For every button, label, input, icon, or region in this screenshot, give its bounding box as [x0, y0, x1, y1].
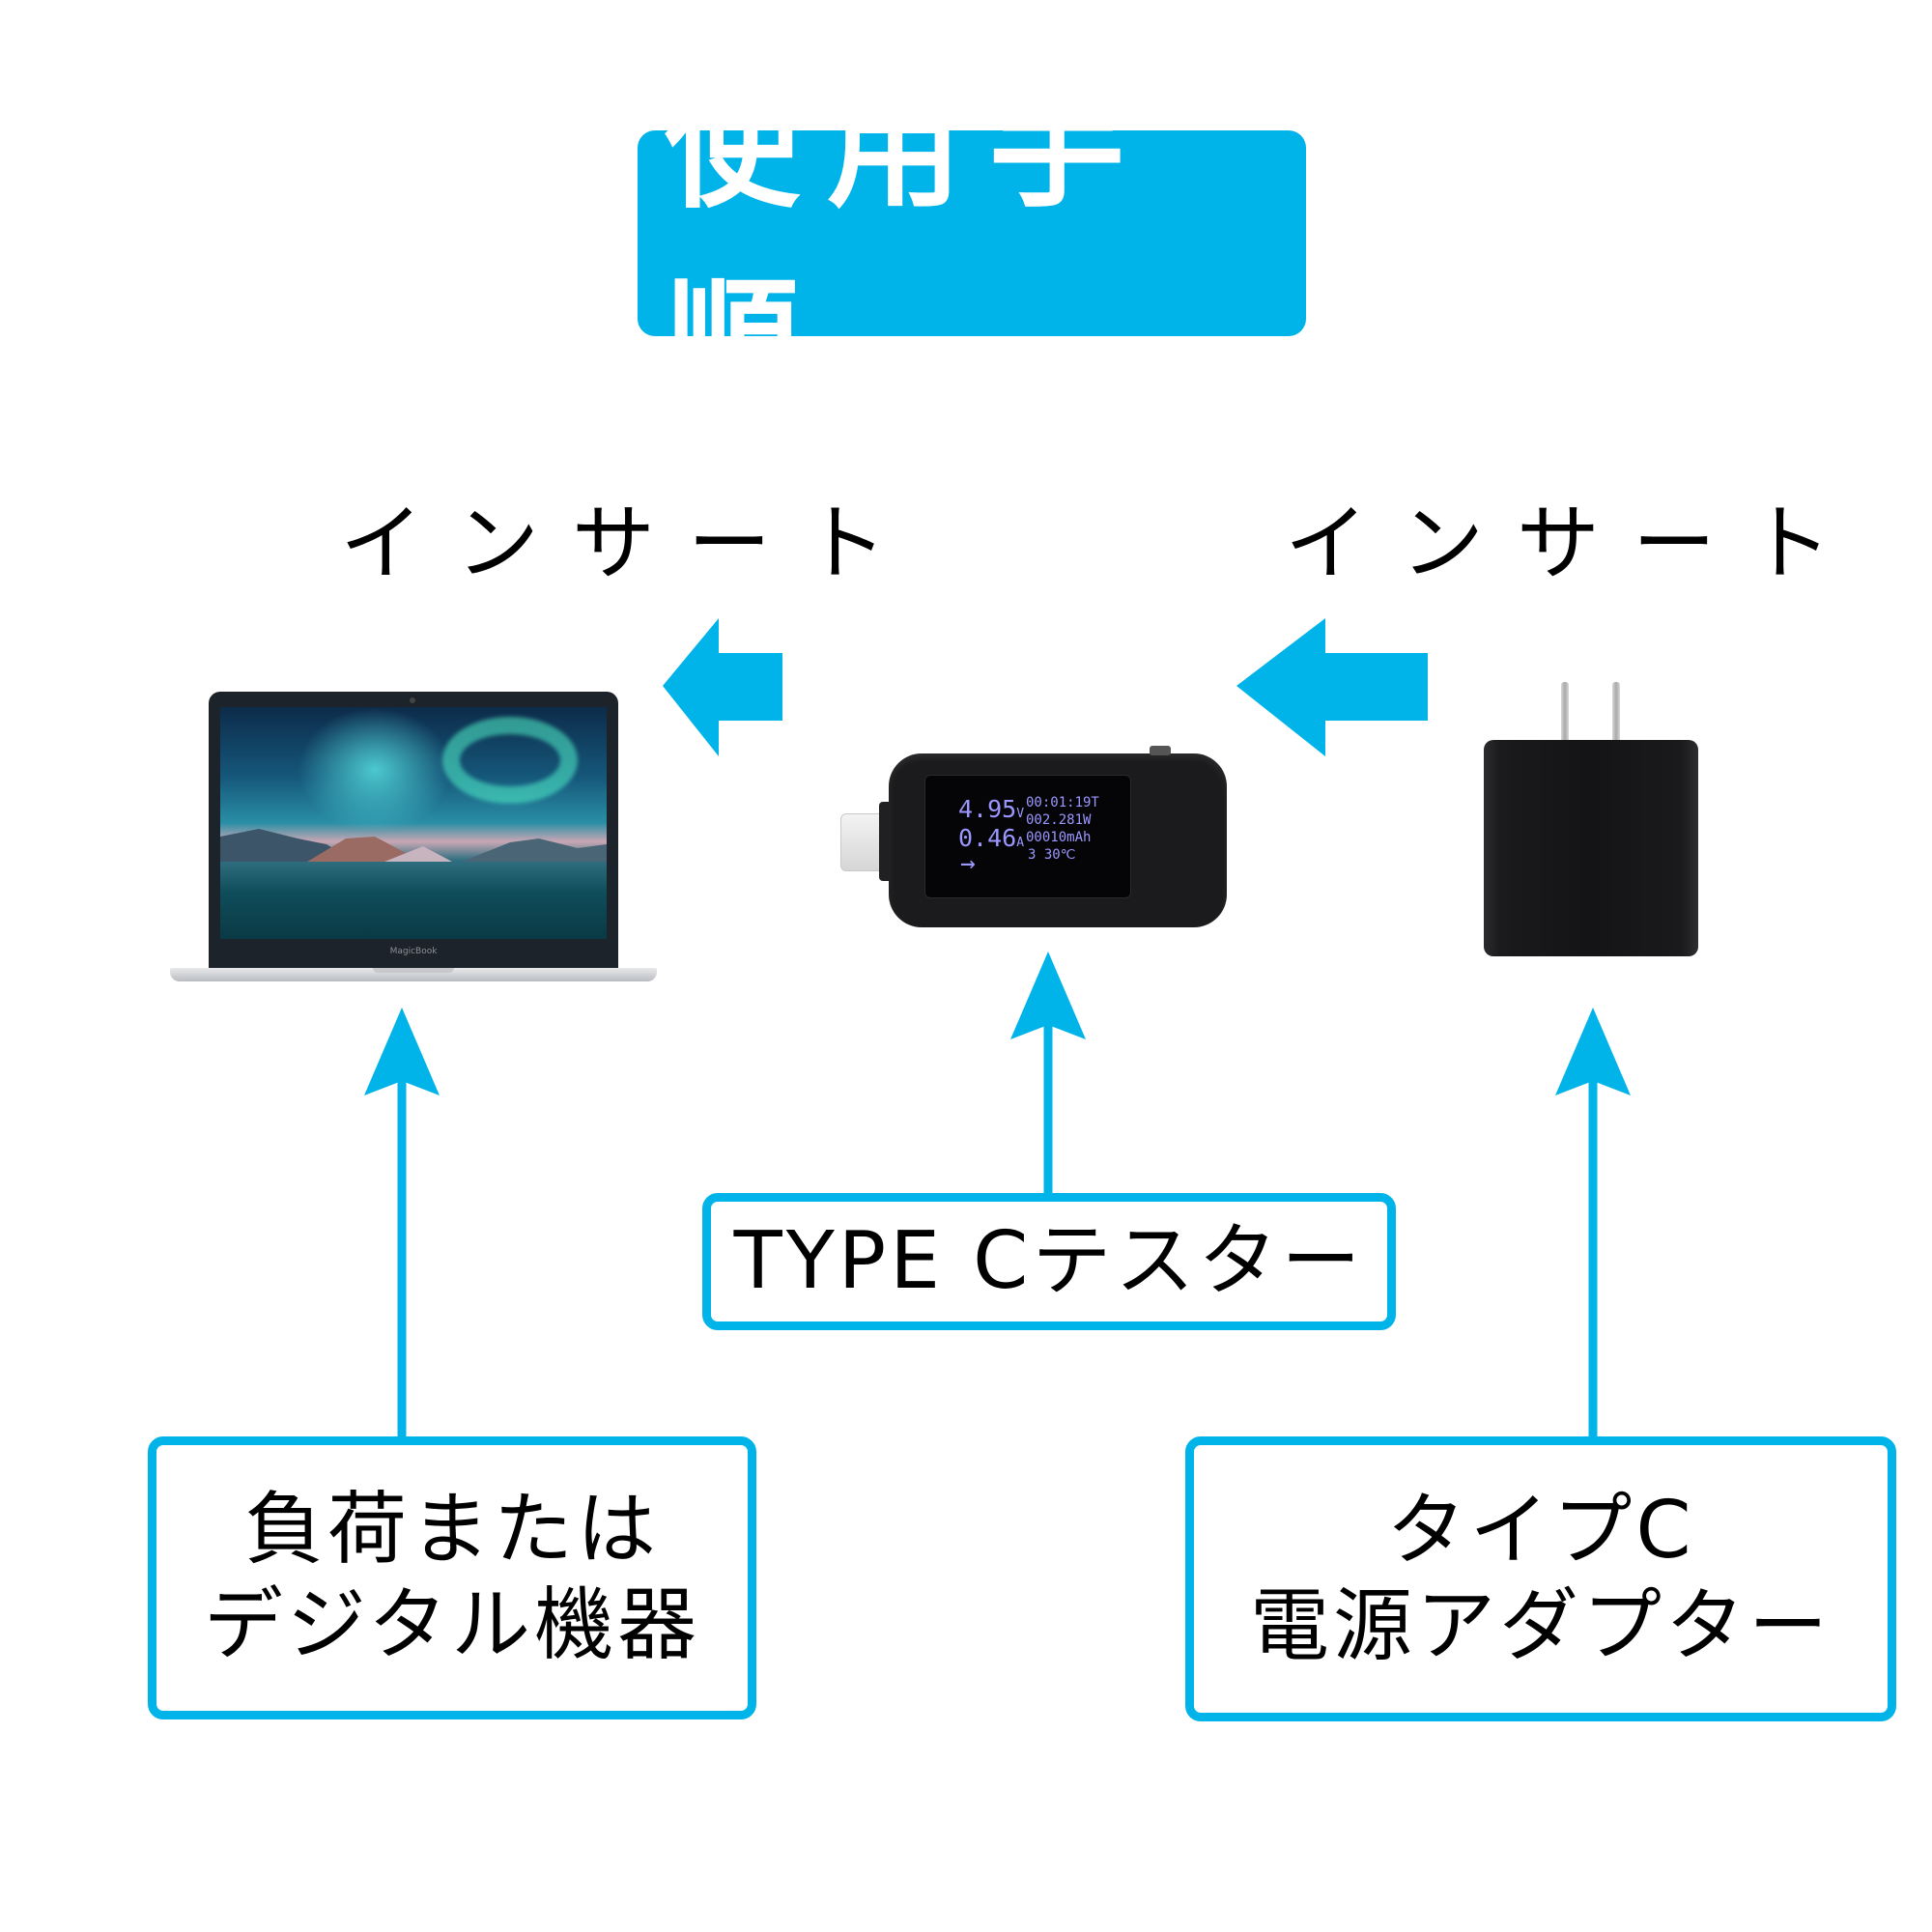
lcd-current-unit: A — [1016, 836, 1025, 850]
laptop-notch — [373, 968, 454, 973]
adapter-label-line-1: タイプC — [1386, 1485, 1695, 1577]
arrow-up-icon — [1555, 1008, 1631, 1095]
insert-label-right: インサート — [1285, 496, 1864, 592]
mountains-graphic — [220, 829, 607, 862]
aurora-glow — [298, 707, 452, 833]
adapter-label-box: タイプC 電源アダプター — [1185, 1436, 1896, 1721]
load-label-box: 負荷または デジタル機器 — [148, 1436, 756, 1719]
tester-button — [1150, 746, 1171, 755]
arrow-left-icon — [663, 618, 782, 756]
lcd-capacity: 00010mAh — [1026, 830, 1092, 845]
arrow-up-icon — [364, 1008, 440, 1095]
laptop-screen — [220, 707, 607, 939]
lcd-power: 002.281W — [1026, 812, 1092, 828]
lcd-mode-temperature: 3 30℃ — [1028, 847, 1076, 863]
load-label-line-1: 負荷または — [243, 1484, 660, 1577]
tester-label: TYPE Cテスター — [733, 1214, 1365, 1307]
title-banner: 使用手順 — [638, 70, 1306, 422]
lcd-voltage-unit: V — [1016, 807, 1025, 821]
laptop-camera — [410, 697, 415, 703]
laptop-base — [170, 968, 657, 981]
page-title: 使用手順 — [665, 69, 1152, 422]
lcd-voltage: 4.95 — [958, 795, 1017, 823]
lcd-current: 0.46 — [958, 824, 1017, 852]
arrow-up-icon — [1010, 952, 1086, 1039]
insert-label-left: インサート — [340, 496, 920, 592]
tester-label-box: TYPE Cテスター — [702, 1193, 1396, 1330]
laptop-brand: MagicBook — [389, 947, 438, 956]
lcd-time: 00:01:19T — [1026, 795, 1099, 810]
adapter-body — [1484, 740, 1698, 956]
arrow-left-icon — [1236, 618, 1428, 756]
lcd-voltage-row: 4.95V — [958, 795, 1024, 823]
tester-display: 4.95V 0.46A → 00:01:19T 002.281W 00010mA… — [924, 775, 1131, 898]
adapter-prong — [1561, 682, 1569, 742]
aurora-swirl — [442, 717, 578, 804]
load-label-line-2: デジタル機器 — [203, 1578, 701, 1671]
adapter-prong — [1612, 682, 1620, 742]
lcd-current-row: 0.46A — [958, 824, 1024, 852]
lcd-direction-arrow-icon: → — [960, 849, 976, 878]
adapter-label-line-2: 電源アダプター — [1249, 1579, 1832, 1672]
